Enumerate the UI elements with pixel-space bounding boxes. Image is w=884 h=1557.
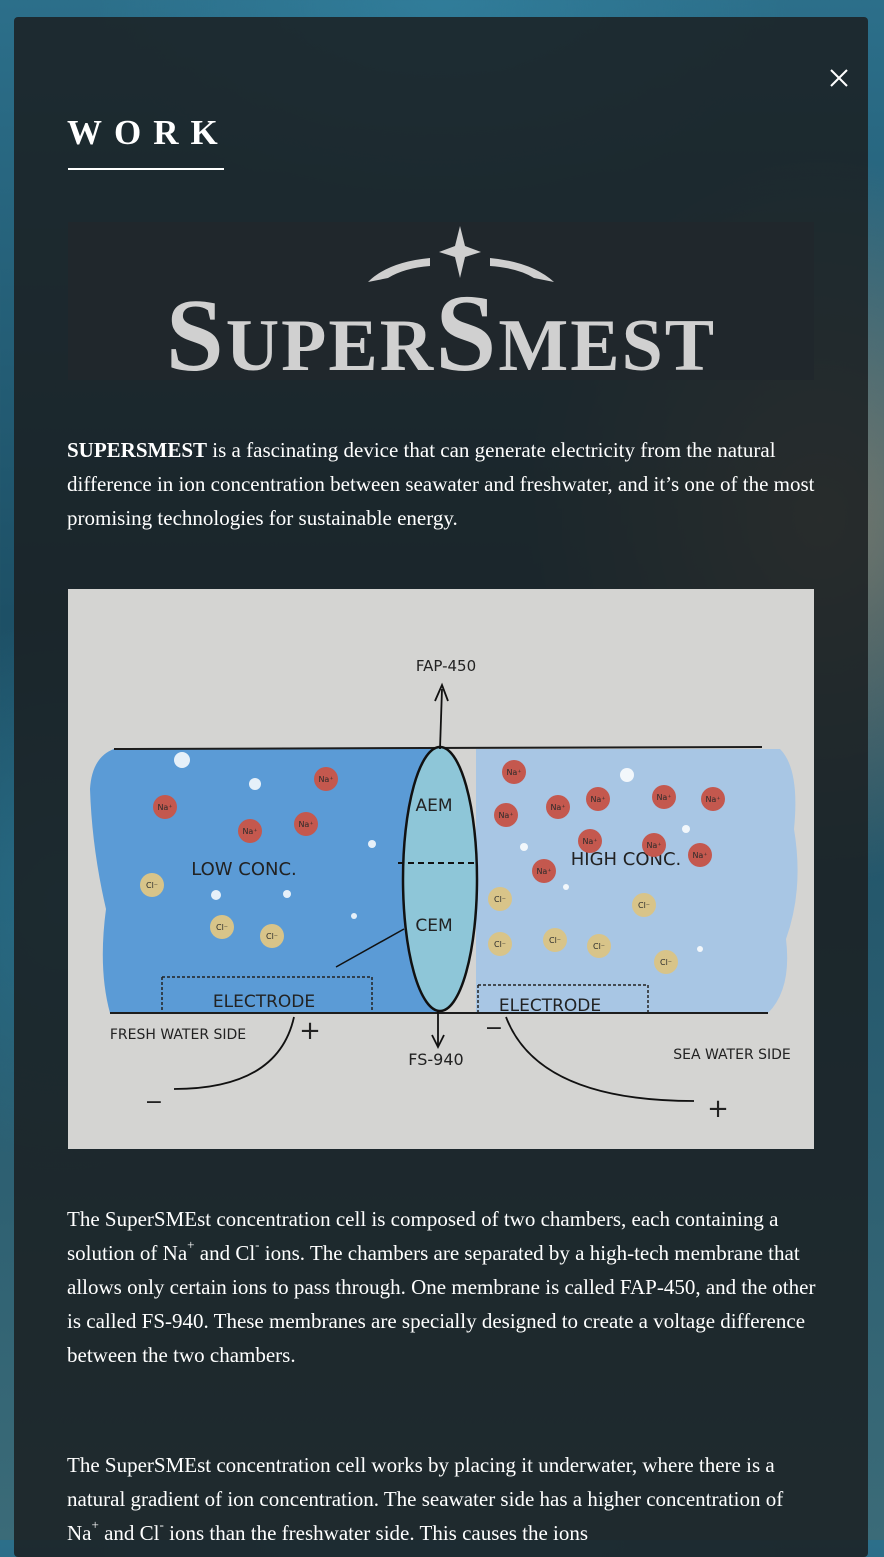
logo-text: SUPERSMEST [166, 272, 716, 380]
water-bubble [620, 768, 634, 782]
fresh-water-chamber [90, 749, 440, 1013]
cl-ion-label: Cl⁻ [660, 958, 672, 967]
cl-ion [632, 893, 656, 917]
na-ion-label: Na⁺ [242, 827, 257, 836]
na-ion [294, 812, 318, 836]
cl-ion [140, 873, 164, 897]
water-bubble [697, 946, 703, 952]
ion-group: Na⁺ Na⁺ Na⁺ Na⁺ Na⁺ Na⁺ Na⁺ Na⁺ Na⁺ Na⁺ Na⁺ Na⁺ Na⁺ N… [140, 752, 725, 974]
na-ion-label: Na⁺ [506, 768, 521, 777]
cem-label: CEM [415, 916, 452, 936]
na-ion [701, 787, 725, 811]
cl-ion-label: Cl⁻ [494, 895, 506, 904]
close-icon[interactable] [820, 59, 858, 97]
water-bubble [682, 825, 690, 833]
supersmest-logo-banner: SUPERSMEST [68, 222, 814, 380]
na-ion-label: Na⁺ [157, 803, 172, 812]
membrane [401, 745, 479, 1013]
cl-ion [654, 950, 678, 974]
na-ion-label: Na⁺ [550, 803, 565, 812]
cl-ion [488, 887, 512, 911]
water-bubble [351, 913, 357, 919]
electrode-right-label: ELECTRODE [499, 996, 601, 1016]
water-bubble [174, 752, 190, 768]
na-ion [642, 833, 666, 857]
cl-ion [260, 924, 284, 948]
logo-arc-left-icon [368, 258, 430, 282]
fap-450-label: FAP-450 [416, 657, 476, 675]
cl-ion [543, 928, 567, 952]
sea-water-chamber [476, 749, 798, 1013]
cl-ion-label: Cl⁻ [549, 936, 561, 945]
na-ion-label: Na⁺ [646, 841, 661, 850]
water-bubble [368, 840, 376, 848]
cl-ion [488, 932, 512, 956]
minus-right: − [485, 1016, 503, 1041]
na-ion [502, 760, 526, 784]
logo-star-icon [439, 226, 481, 278]
cl-ion-label: Cl⁻ [638, 901, 650, 910]
fs-940-label: FS-940 [408, 1050, 463, 1069]
minus-left: − [145, 1090, 163, 1115]
water-bubble [211, 890, 221, 900]
logo-arc-right-icon [490, 258, 554, 282]
water-bubble [563, 884, 569, 890]
na-ion-label: Na⁺ [582, 837, 597, 846]
cl-ion [587, 934, 611, 958]
na-ion-label: Na⁺ [692, 851, 707, 860]
cl-ion-label: Cl⁻ [494, 940, 506, 949]
na-ion-label: Na⁺ [705, 795, 720, 804]
fresh-water-side-label: FRESH WATER SIDE [110, 1027, 246, 1043]
na-ion [532, 859, 556, 883]
na-ion [546, 795, 570, 819]
na-ion [494, 803, 518, 827]
cl-ion-label: Cl⁻ [216, 923, 228, 932]
aem-label: AEM [415, 796, 452, 816]
na-ion-label: Na⁺ [298, 820, 313, 829]
intro-paragraph: SUPERSMEST is a fascinating device that … [67, 433, 819, 535]
heading-underline [68, 168, 224, 170]
na-ion [578, 829, 602, 853]
na-ion-label: Na⁺ [590, 795, 605, 804]
na-ion [314, 767, 338, 791]
paragraph-cell-operation: The SuperSMEst concentration cell works … [67, 1453, 784, 1545]
na-ion [652, 785, 676, 809]
plus-right: + [707, 1094, 729, 1124]
na-ion-label: Na⁺ [656, 793, 671, 802]
supersmest-logo: SUPERSMEST [166, 226, 716, 380]
diagram-svg: AEM CEM FAP-450 FS-940 ELECTRODE ELECTRO… [90, 657, 798, 1124]
cl-ion [210, 915, 234, 939]
na-ion-label: Na⁺ [498, 811, 513, 820]
na-ion [688, 843, 712, 867]
na-ion [586, 787, 610, 811]
na-ion [153, 795, 177, 819]
cl-ion-label: Cl⁻ [266, 932, 278, 941]
water-bubble [283, 890, 291, 898]
electrode-right [477, 984, 649, 1013]
electrode-left-label: ELECTRODE [213, 992, 315, 1012]
water-bubble [249, 778, 261, 790]
cl-ion-label: Cl⁻ [593, 942, 605, 951]
intro-text: is a fascinating device that can generat… [67, 438, 815, 530]
sea-water-side-label: SEA WATER SIDE [673, 1047, 791, 1063]
na-ion [238, 819, 262, 843]
na-ion-label: Na⁺ [318, 775, 333, 784]
paragraph-cell-composition: The SuperSMEst concentration cell is com… [67, 1207, 816, 1367]
plus-left: + [299, 1016, 321, 1046]
na-ion-label: Na⁺ [536, 867, 551, 876]
water-bubble [520, 843, 528, 851]
cl-ion-label: Cl⁻ [146, 881, 158, 890]
low-conc-label: LOW CONC. [191, 859, 297, 880]
intro-name: SUPERSMEST [67, 438, 208, 462]
modal-heading: WORK [67, 113, 230, 152]
concentration-cell-diagram: AEM CEM FAP-450 FS-940 ELECTRODE ELECTRO… [68, 589, 814, 1149]
electrode-left [161, 976, 373, 1011]
